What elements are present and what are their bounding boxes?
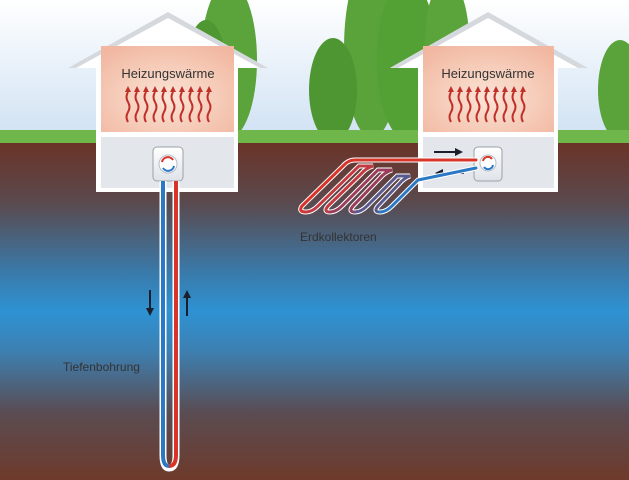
label-borehole: Tiefenbohrung <box>63 360 140 374</box>
house-right <box>390 12 588 192</box>
soil-layers <box>0 143 629 480</box>
house-left <box>68 12 268 192</box>
heat-arrowheads-left <box>125 86 212 92</box>
arrow-icon <box>146 290 191 316</box>
borehole-pipes <box>159 181 180 472</box>
label-ground-collectors: Erdkollektoren <box>300 230 377 244</box>
room-left <box>101 46 234 132</box>
heat-pump-icon <box>152 146 184 182</box>
heat-arrows-left <box>125 91 212 123</box>
house-right-title: Heizungswärme <box>441 66 535 81</box>
heat-pump-icon <box>473 146 503 182</box>
house-left-title: Heizungswärme <box>121 66 215 81</box>
heat-arrowheads-right <box>448 86 526 92</box>
heat-arrows-right <box>448 91 526 123</box>
ground-collector-pipes <box>298 157 479 215</box>
